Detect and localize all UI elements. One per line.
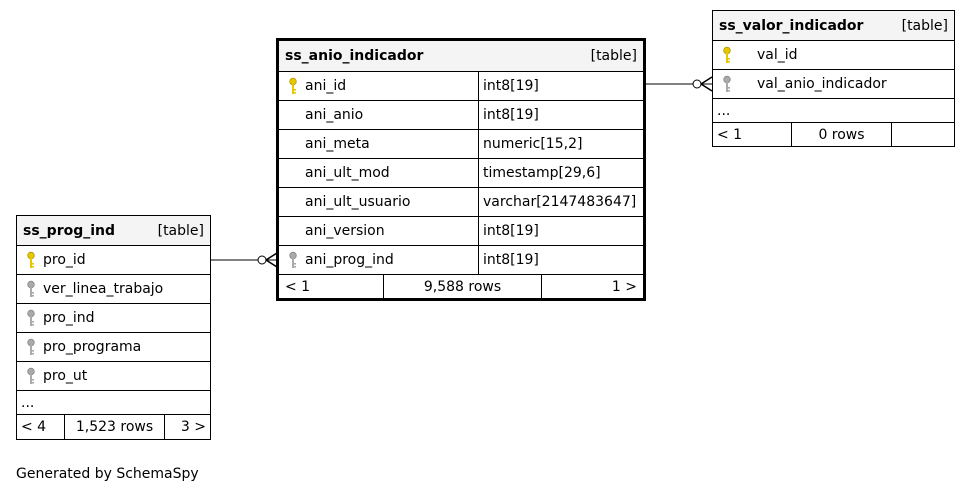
column-name: val_id	[757, 47, 798, 63]
table-name[interactable]: ss_valor_indicador	[719, 17, 864, 34]
column-name: pro_ind	[43, 310, 95, 326]
foreign-key-icon	[27, 338, 35, 355]
column-name: ver_linea_trabajo	[43, 281, 164, 297]
column-row-ver-linea-trabajo[interactable]: ver_linea_trabajo	[17, 275, 210, 304]
children-link[interactable]	[891, 123, 954, 146]
column-row-pro-programa[interactable]: pro_programa	[17, 333, 210, 362]
row-count: 0 rows	[791, 123, 891, 146]
more-columns-ellipsis: ...	[713, 99, 954, 123]
parents-link[interactable]: < 4	[21, 419, 47, 435]
table-header[interactable]: ss_prog_ind [table]	[17, 216, 210, 246]
column-name: ani_version	[305, 223, 385, 239]
foreign-key-icon	[289, 251, 297, 268]
column-name: ani_prog_ind	[305, 252, 394, 268]
table-kind: [table]	[590, 48, 637, 64]
column-row-ani-id[interactable]: ani_id int8[19]	[279, 72, 643, 101]
column-row-ani-meta[interactable]: ani_meta numeric[15,2]	[279, 130, 643, 159]
primary-key-icon	[27, 251, 35, 268]
foreign-key-icon	[723, 75, 731, 92]
row-count: 9,588 rows	[383, 275, 541, 299]
column-row-ani-prog-ind[interactable]: ani_prog_ind int8[19]	[279, 246, 643, 275]
table-header[interactable]: ss_valor_indicador [table]	[713, 11, 954, 41]
parents-link[interactable]: < 1	[717, 126, 743, 143]
column-name: ani_ult_usuario	[305, 194, 411, 210]
parents-link[interactable]: < 1	[285, 279, 311, 295]
column-type: int8[19]	[478, 217, 643, 245]
column-type: int8[19]	[478, 101, 643, 129]
column-type: int8[19]	[478, 246, 643, 274]
column-row-pro-id[interactable]: pro_id	[17, 246, 210, 275]
column-name: val_anio_indicador	[757, 76, 887, 92]
column-row-val-id[interactable]: val_id	[713, 41, 954, 70]
table-ss-anio-indicador[interactable]: ss_anio_indicador [table] ani_id int8[19…	[276, 38, 646, 301]
table-footer: < 1 9,588 rows 1 >	[279, 275, 643, 299]
table-header[interactable]: ss_anio_indicador [table]	[279, 41, 643, 72]
column-row-val-anio-indicador[interactable]: val_anio_indicador	[713, 70, 954, 99]
children-link[interactable]: 1 >	[541, 275, 643, 299]
column-row-pro-ind[interactable]: pro_ind	[17, 304, 210, 333]
column-row-ani-anio[interactable]: ani_anio int8[19]	[279, 101, 643, 130]
column-name: ani_id	[305, 78, 347, 94]
primary-key-icon	[289, 77, 297, 94]
foreign-key-icon	[27, 367, 35, 384]
more-columns-ellipsis: ...	[17, 391, 210, 415]
children-link[interactable]: 3 >	[164, 415, 210, 439]
column-row-ani-ult-mod[interactable]: ani_ult_mod timestamp[29,6]	[279, 159, 643, 188]
column-name: ani_ult_mod	[305, 165, 390, 181]
table-name[interactable]: ss_anio_indicador	[285, 48, 424, 64]
relationship-anio-valor	[645, 76, 713, 92]
table-kind: [table]	[157, 222, 204, 239]
table-ss-valor-indicador[interactable]: ss_valor_indicador [table] val_id val_an…	[712, 10, 955, 147]
column-row-ani-version[interactable]: ani_version int8[19]	[279, 217, 643, 246]
column-row-pro-ut[interactable]: pro_ut	[17, 362, 210, 391]
table-kind: [table]	[901, 17, 948, 34]
column-name: pro_ut	[43, 368, 88, 384]
generated-by-credit: Generated by SchemaSpy	[16, 466, 199, 482]
foreign-key-icon	[27, 309, 35, 326]
column-type: timestamp[29,6]	[478, 159, 643, 187]
column-name: pro_id	[43, 252, 86, 268]
column-name: pro_programa	[43, 339, 142, 355]
column-type: int8[19]	[478, 72, 643, 100]
column-type: numeric[15,2]	[478, 130, 643, 158]
column-name: ani_anio	[305, 107, 364, 123]
column-name: ani_meta	[305, 136, 370, 152]
table-footer: < 1 0 rows	[713, 123, 954, 146]
foreign-key-icon	[27, 280, 35, 297]
column-row-ani-ult-usuario[interactable]: ani_ult_usuario varchar[2147483647]	[279, 188, 643, 217]
column-type: varchar[2147483647]	[478, 188, 643, 216]
relationship-prog-anio	[211, 252, 278, 268]
primary-key-icon	[723, 46, 731, 63]
row-count: 1,523 rows	[64, 415, 164, 439]
table-footer: < 4 1,523 rows 3 >	[17, 415, 210, 439]
table-ss-prog-ind[interactable]: ss_prog_ind [table] pro_id ver_linea_tra…	[16, 215, 211, 440]
table-name[interactable]: ss_prog_ind	[23, 222, 116, 239]
